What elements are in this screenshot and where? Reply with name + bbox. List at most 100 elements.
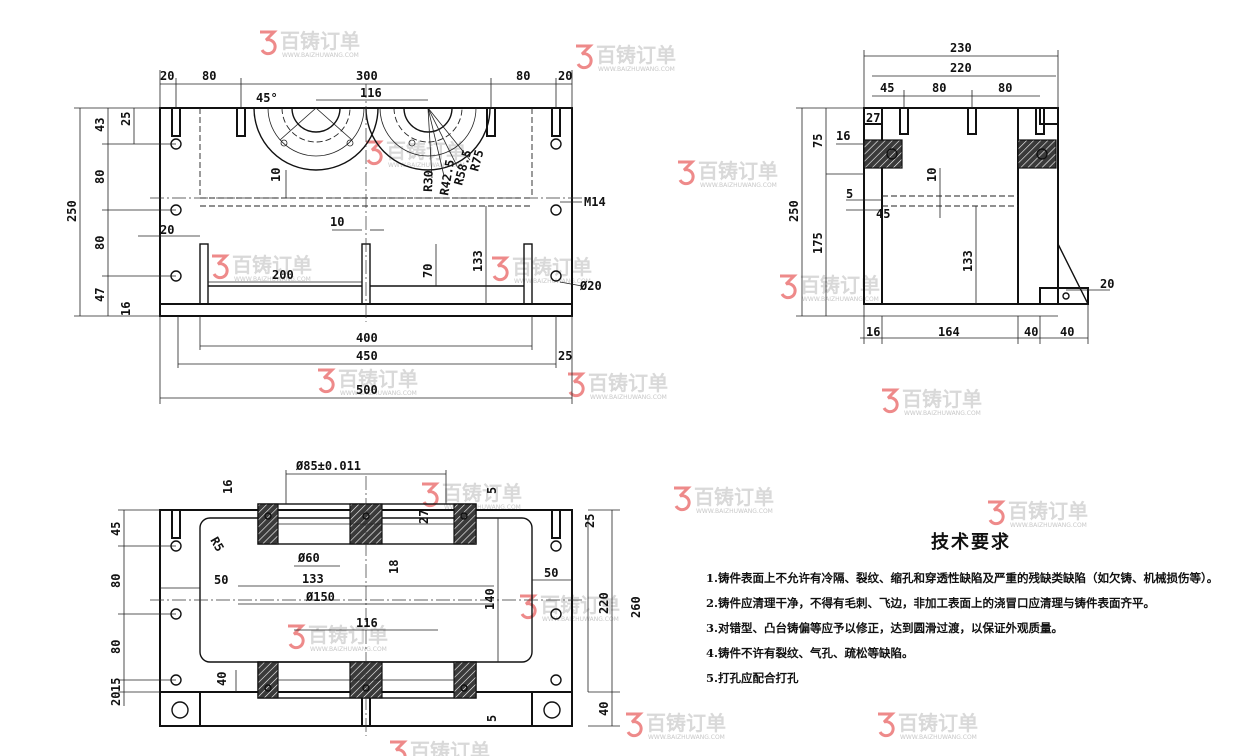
watermark-logo-icon (212, 254, 230, 280)
top-dim-40: 40 (215, 672, 229, 686)
top-dim-40b: 40 (597, 702, 611, 716)
top-dim-80b: 80 (109, 640, 123, 654)
top-dim-25: 25 (583, 514, 597, 528)
watermark-brand: 百铸订单 (1008, 499, 1088, 523)
watermark-site: WWW.BAIZHUWANG.COM (514, 278, 591, 285)
watermark-brand: 百铸订单 (898, 711, 978, 735)
front-dim-10a: 10 (269, 168, 283, 182)
side-dim-45: 45 (880, 81, 894, 95)
side-dim-250: 250 (787, 200, 801, 222)
watermark-brand: 百铸订单 (800, 273, 880, 297)
side-dim-16b: 16 (866, 325, 880, 339)
tech-item: 4.铸件不许有裂纹、气孔、疏松等缺陷。 (706, 646, 914, 660)
front-dim-20-left: 20 (160, 69, 174, 83)
watermark-site: WWW.BAIZHUWANG.COM (310, 646, 387, 653)
side-dim-10: 10 (925, 168, 939, 182)
watermark-logo-icon (988, 500, 1006, 526)
watermark-site: WWW.BAIZHUWANG.COM (900, 734, 977, 741)
tech-item: 5.打孔应配合打孔 (706, 671, 799, 685)
watermark-logo-icon (878, 712, 896, 738)
front-dim-d20: Ø20 (579, 279, 602, 293)
watermark-brand: 百铸订单 (232, 253, 312, 277)
front-dim-m14: M14 (584, 195, 606, 209)
front-dim-450: 450 (356, 349, 378, 363)
front-dim-r75: R75 (467, 148, 486, 173)
top-dim-15: 15 (109, 678, 123, 692)
front-dim-116: 116 (360, 86, 382, 100)
top-dim-5a: 5 (485, 487, 499, 494)
watermark-site: WWW.BAIZHUWANG.COM (388, 162, 465, 169)
watermark-site: WWW.BAIZHUWANG.COM (542, 616, 619, 623)
watermark-logo-icon (390, 740, 408, 756)
watermark-site: WWW.BAIZHUWANG.COM (700, 182, 777, 189)
watermark-logo-icon (288, 624, 306, 650)
side-dim-80a: 80 (932, 81, 946, 95)
front-dim-25: 25 (119, 112, 133, 126)
watermark-brand: 百铸订单 (386, 139, 466, 163)
side-dim-40a: 40 (1024, 325, 1038, 339)
watermark-logo-icon (260, 30, 278, 56)
watermark-logo-icon (520, 594, 538, 620)
side-dim-45b: 45 (876, 207, 890, 221)
front-dim-25-bottom: 25 (558, 349, 572, 363)
watermark-brand: 百铸订单 (410, 739, 490, 756)
watermark-brand: 百铸订单 (442, 481, 522, 505)
top-dim-133: 133 (302, 572, 324, 586)
front-dim-300: 300 (356, 69, 378, 83)
watermark-logo-icon (492, 256, 510, 282)
tech-item: 3.对错型、凸台铸偏等应予以修正，达到圆滑过渡，以保证外观质量。 (706, 621, 1064, 635)
watermark-site: WWW.BAIZHUWANG.COM (904, 410, 981, 417)
watermark-brand: 百铸订单 (588, 371, 668, 395)
front-dim-200: 200 (272, 268, 294, 282)
front-dim-10b: 10 (330, 215, 344, 229)
front-dim-133: 133 (471, 250, 485, 272)
top-dim-20: 20 (109, 692, 123, 706)
front-dim-r42: R42.5 (437, 159, 457, 197)
watermark-brand: 百铸订单 (698, 159, 778, 183)
side-dim-220: 220 (950, 61, 972, 75)
watermark-logo-icon (318, 368, 336, 394)
top-dim-27: 27 (417, 510, 431, 524)
side-dim-230: 230 (950, 41, 972, 55)
watermark-site: WWW.BAIZHUWANG.COM (696, 508, 773, 515)
top-dim-50b: 50 (544, 566, 558, 580)
watermark-site: WWW.BAIZHUWANG.COM (234, 276, 311, 283)
watermark-site: WWW.BAIZHUWANG.COM (802, 296, 879, 303)
side-dim-5: 5 (846, 187, 853, 201)
tech-title: 技术要求 (931, 532, 1011, 553)
watermark-brand: 百铸订单 (694, 485, 774, 509)
side-dim-80b: 80 (998, 81, 1012, 95)
side-dim-16: 16 (836, 129, 850, 143)
watermark-site: WWW.BAIZHUWANG.COM (648, 734, 725, 741)
front-view: 20 80 300 80 20 45° 116 R75 R58.5 R42.5 … (65, 69, 606, 404)
side-dim-20: 20 (1100, 277, 1114, 291)
top-dim-16: 16 (221, 480, 235, 494)
front-dim-20-right: 20 (558, 69, 572, 83)
top-dim-5b: 5 (485, 715, 499, 722)
tech-list: 1.铸件表面上不允许有冷隔、裂纹、缩孔和穿透性缺陷及严重的残缺类缺陷（如欠铸、机… (706, 570, 1246, 686)
watermark-logo-icon (780, 274, 798, 300)
side-dim-175: 175 (811, 232, 825, 254)
front-dim-20-inner: 20 (160, 223, 174, 237)
top-dim-r5: R5 (207, 535, 226, 555)
watermark-logo-icon (674, 486, 692, 512)
top-dim-220: 220 (597, 592, 611, 614)
watermark-logo-icon (882, 388, 900, 414)
top-dim-d60: Ø60 (297, 551, 320, 565)
side-dim-40b: 40 (1060, 325, 1074, 339)
front-dim-r30: R30 (421, 170, 436, 192)
front-dim-43: 43 (93, 118, 107, 132)
